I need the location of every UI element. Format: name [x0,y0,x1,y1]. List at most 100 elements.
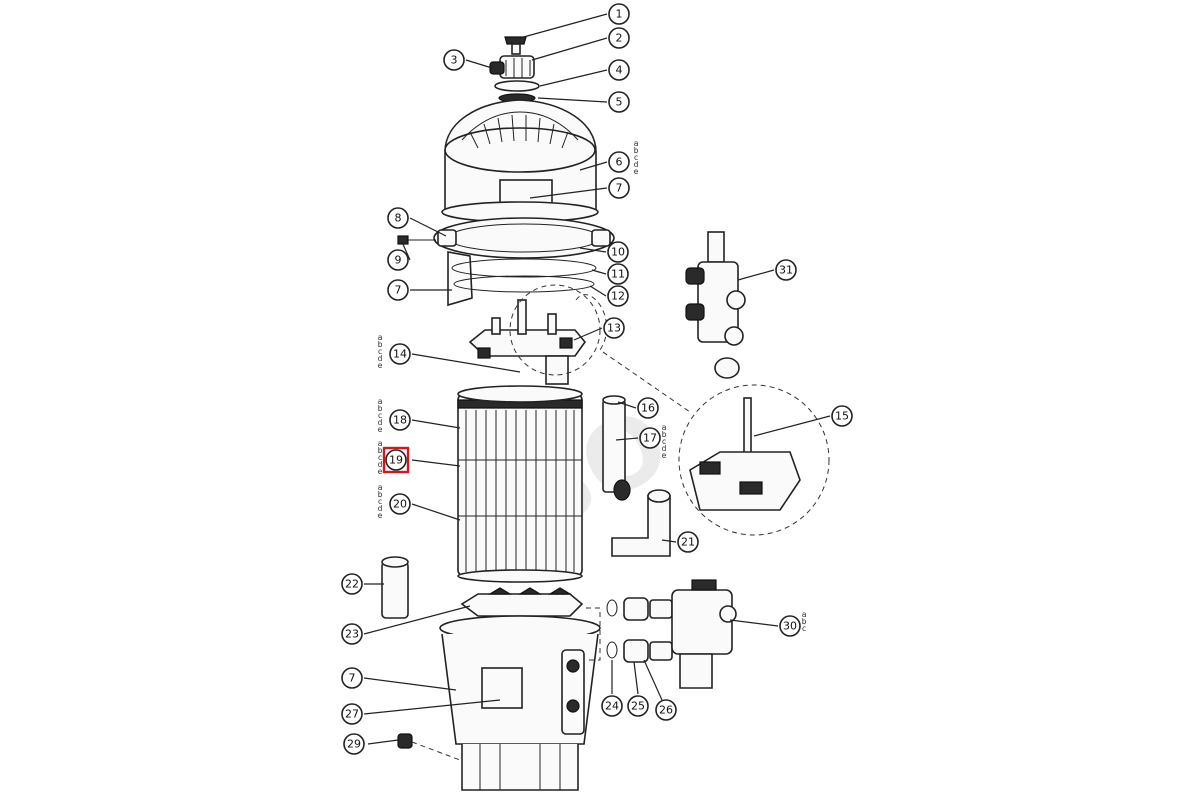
part-air-relief-valve [489,36,540,103]
callout-4: 4 [608,59,630,81]
callout-30-circle [779,615,801,637]
variant-letter: e [662,451,667,460]
callout-7-clamp-label: 7 [387,279,409,301]
callout-19-highlighted: 19 [382,446,410,474]
callout-19-highlighted-circle [385,449,407,471]
leader-lines [363,13,831,745]
part-clamp-bolt [397,235,436,245]
variant-letter: a [802,610,807,619]
part-filter-tank [439,615,601,791]
part-drain-plug [397,733,461,761]
part-bottom-manifold [460,587,584,617]
callout-16-circle [637,397,659,419]
callout-31-number: 31 [779,264,793,277]
callout-7-lid-label-number: 7 [616,182,623,195]
variant-letter: e [378,425,383,434]
callout-15-number: 15 [835,410,849,423]
callout-19-highlighted-number: 19 [389,454,403,467]
callout-1: 1 [608,3,630,25]
variant-letter: d [378,418,383,427]
callout-22-circle [341,573,363,595]
callout-21-number: 21 [681,536,695,549]
part-manifold [468,299,587,385]
callout-18: 18 [389,409,411,431]
callout-23: 23 [341,623,363,645]
callout-29: 29 [343,733,365,755]
callout-14-circle [389,343,411,365]
callout-25-circle [627,695,649,717]
variant-letter: a [378,483,383,492]
variant-letter: c [378,347,383,356]
variant-letter: a [378,333,383,342]
callout-11: 11 [607,263,629,285]
part-elbow-pipe [611,489,671,557]
callout-5: 5 [608,91,630,113]
callout-12: 12 [607,285,629,307]
part-cartridge-elements [457,385,583,583]
callout-14-number: 14 [393,348,407,361]
variant-letter: e [378,511,383,520]
callout-11-circle [607,263,629,285]
part-unions-and-valve [586,579,737,689]
callout-9-number: 9 [395,254,402,267]
highlight-box [382,446,410,474]
callout-20-number: 20 [393,498,407,511]
callout-29-number: 29 [347,738,361,751]
part-riser-pipe [602,395,631,501]
callout-27-circle [341,703,363,725]
variant-letter: b [378,340,383,349]
variant-letter: a [634,139,639,148]
variant-letter: a [662,423,667,432]
callout-10-circle [607,241,629,263]
callout-8-circle [387,207,409,229]
variant-letter: d [378,504,383,513]
variant-letter: e [634,167,639,176]
callout-12-number: 12 [611,290,625,303]
variant-letter: b [378,490,383,499]
callout-6: 6 [608,151,630,173]
callout-13: 13 [603,317,625,339]
callout-26: 26 [655,699,677,721]
callout-7-tank-label-circle [341,667,363,689]
part-o-rings [451,258,597,293]
callout-10: 10 [607,241,629,263]
callout-7-clamp-label-circle [387,279,409,301]
callout-3-circle [443,49,465,71]
variant-letter: e [378,361,383,370]
callout-2-circle [608,27,630,49]
variant-letter: b [378,446,383,455]
callout-31-circle [775,259,797,281]
callout-13-number: 13 [607,322,621,335]
callout-11-number: 11 [611,268,625,281]
callout-4-circle [608,59,630,81]
variant-letter: c [634,153,639,162]
callout-16: 16 [637,397,659,419]
callout-1-number: 1 [616,8,623,21]
callout-2-number: 2 [616,32,623,45]
callout-17-circle [639,427,661,449]
parts-illustration [381,36,830,791]
callout-24-circle [601,695,623,717]
callout-30: 30 [779,615,801,637]
callout-30-number: 30 [783,620,797,633]
callout-21-circle [677,531,699,553]
variant-letter: d [634,160,639,169]
variant-letter: b [634,146,639,155]
callout-16-number: 16 [641,402,655,415]
callout-9: 9 [387,249,409,271]
callout-22: 22 [341,573,363,595]
callout-7-tank-label: 7 [341,667,363,689]
callout-5-number: 5 [616,96,623,109]
callout-9-circle [387,249,409,271]
callout-15-circle [831,405,853,427]
callout-27-number: 27 [345,708,359,721]
callout-24-number: 24 [605,700,619,713]
variant-letter: c [378,411,383,420]
callout-7-lid-label-circle [608,177,630,199]
variant-letter: c [662,437,667,446]
callout-20: 20 [389,493,411,515]
callout-21: 21 [677,531,699,553]
variant-letter: a [378,439,383,448]
callout-3: 3 [443,49,465,71]
